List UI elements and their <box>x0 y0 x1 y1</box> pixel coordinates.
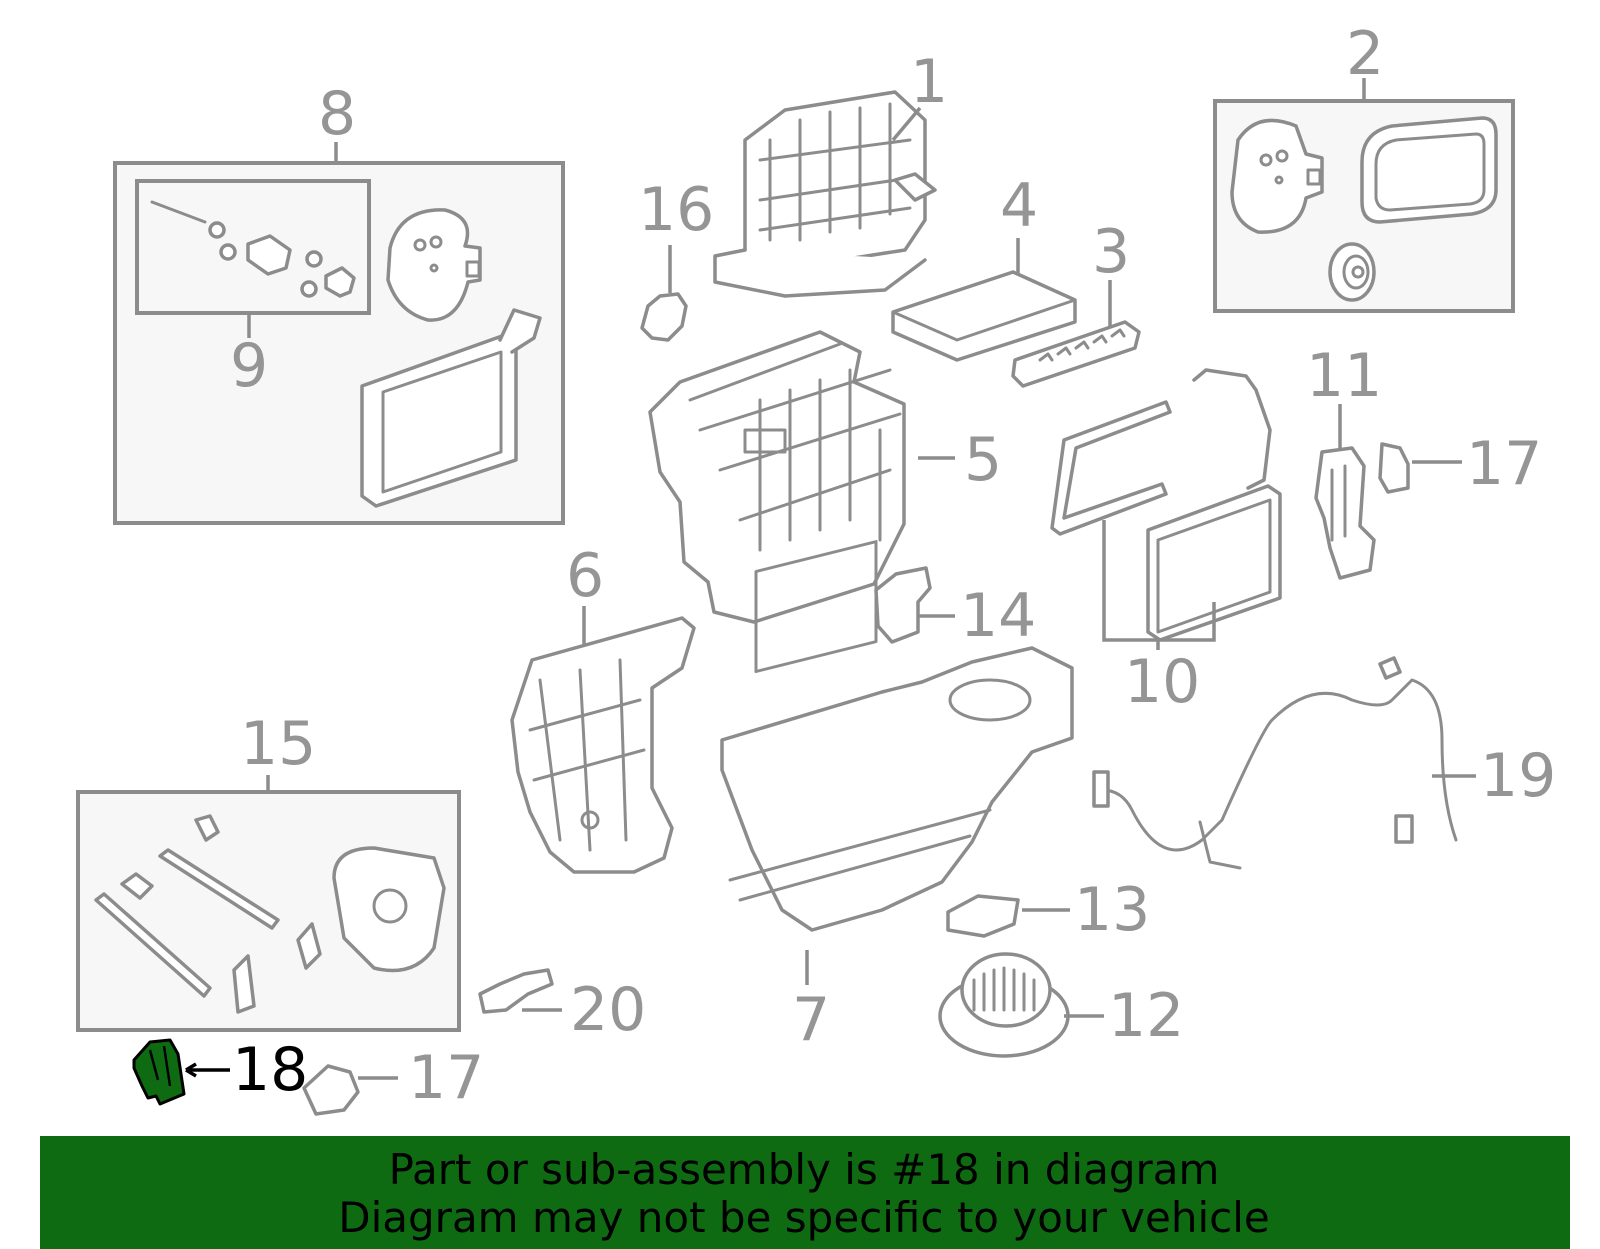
callout-4: 4 <box>1000 171 1038 241</box>
callout-17-upper: 17 <box>1466 429 1542 499</box>
part-17b <box>302 1064 398 1116</box>
callout-14: 14 <box>960 581 1036 651</box>
part-group-15 <box>76 775 461 1032</box>
callout-5: 5 <box>964 425 1002 495</box>
callout-6: 6 <box>566 541 604 611</box>
callout-20: 20 <box>570 975 646 1045</box>
callout-10: 10 <box>1124 647 1200 717</box>
part-4 <box>891 238 1077 362</box>
callout-2: 2 <box>1346 19 1384 89</box>
callout-9: 9 <box>230 331 268 401</box>
part-20 <box>478 968 562 1014</box>
callout-11: 11 <box>1306 341 1382 411</box>
callout-17-lower: 17 <box>408 1043 484 1113</box>
banner-line-1: Part or sub-assembly is #18 in diagram <box>389 1145 1220 1194</box>
callout-18: 18 <box>232 1035 308 1105</box>
part-3 <box>1011 280 1141 388</box>
part-17a <box>1378 442 1462 494</box>
callout-8: 8 <box>318 79 356 149</box>
part-11 <box>1314 404 1376 580</box>
info-banner-background <box>40 1136 1570 1249</box>
part-1 <box>713 90 937 298</box>
part-18 <box>132 1038 230 1106</box>
part-group-8 <box>113 142 565 525</box>
part-6 <box>510 606 696 874</box>
part-13 <box>946 894 1070 938</box>
part-7 <box>720 540 1074 985</box>
part-group-2 <box>1213 78 1515 313</box>
part-16 <box>640 245 688 342</box>
callout-12: 12 <box>1108 981 1184 1051</box>
callout-7: 7 <box>792 985 830 1055</box>
callout-labels: 1 2 3 4 5 6 7 8 9 10 11 12 13 14 15 16 1… <box>230 19 1556 1113</box>
banner-line-2: Diagram may not be specific to your vehi… <box>338 1193 1269 1242</box>
part-14 <box>874 566 955 644</box>
callout-13: 13 <box>1074 875 1150 945</box>
callout-1: 1 <box>910 47 948 117</box>
part-10 <box>1050 368 1282 650</box>
part-19 <box>1092 656 1476 870</box>
callout-16: 16 <box>638 175 714 245</box>
callout-15: 15 <box>240 709 316 779</box>
callout-19: 19 <box>1480 741 1556 811</box>
part-12 <box>938 952 1104 1058</box>
info-banner: Part or sub-assembly is #18 in diagram D… <box>40 1136 1570 1249</box>
callout-3: 3 <box>1092 217 1130 287</box>
